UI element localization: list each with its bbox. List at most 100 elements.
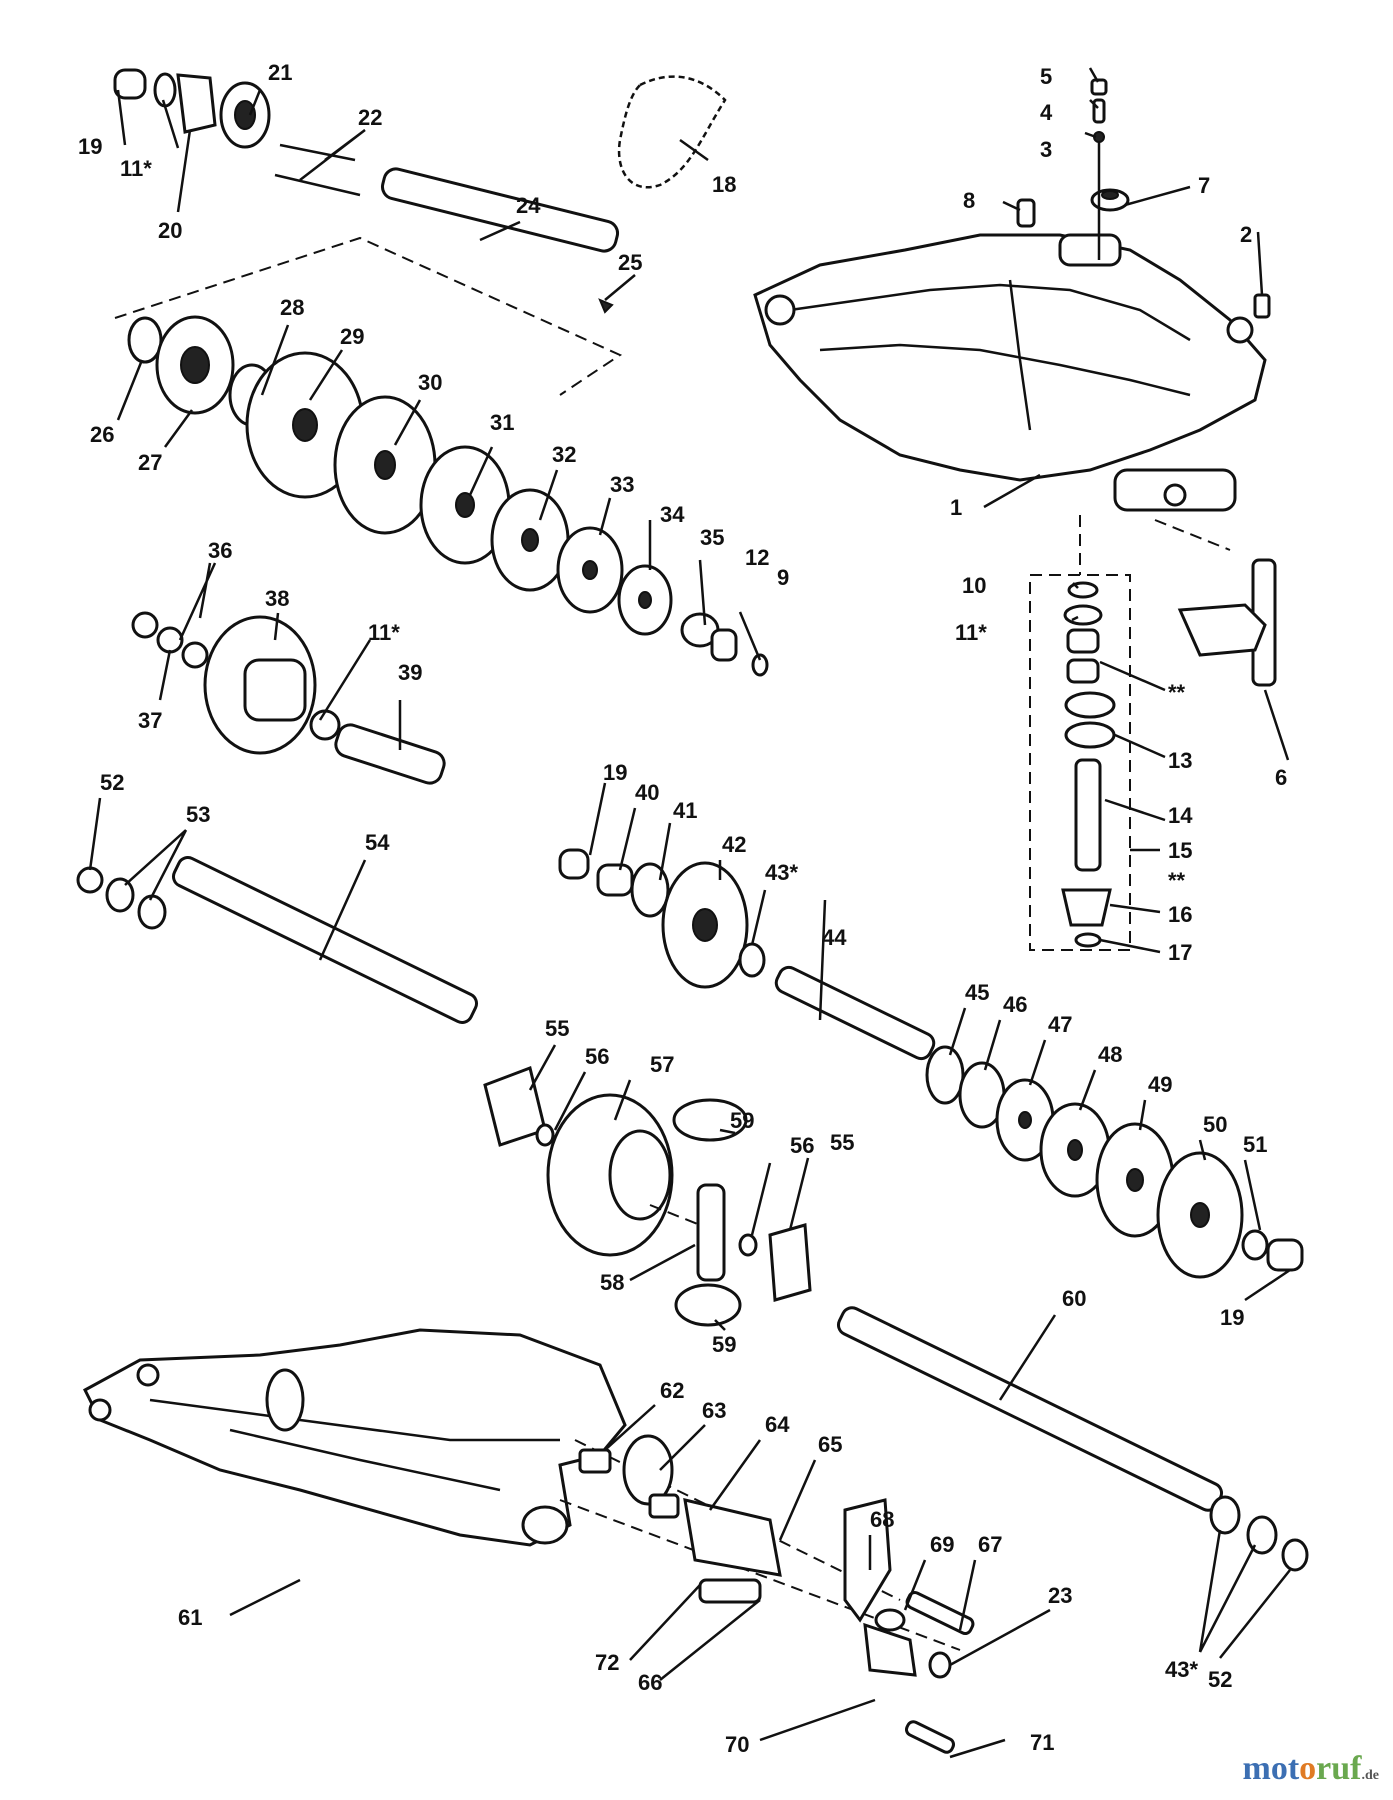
label-7: 7 bbox=[1198, 173, 1210, 198]
label-40: 40 bbox=[635, 780, 659, 805]
callout-labels: 5 4 3 7 8 2 1 10 11* ** 13 6 14 15 ** 16… bbox=[78, 60, 1287, 1757]
label-30: 30 bbox=[418, 370, 442, 395]
label-47: 47 bbox=[1048, 1012, 1072, 1037]
label-12: 12 bbox=[745, 545, 769, 570]
label-44: 44 bbox=[822, 925, 847, 950]
label-63: 63 bbox=[702, 1398, 726, 1423]
upper-housing bbox=[753, 188, 1267, 512]
label-8: 8 bbox=[963, 188, 975, 213]
label-38: 38 bbox=[265, 586, 289, 611]
label-72: 72 bbox=[595, 1650, 619, 1675]
label-42: 42 bbox=[722, 832, 746, 857]
label-4: 4 bbox=[1040, 100, 1053, 125]
top-left-shaft-group bbox=[113, 68, 620, 314]
label-26: 26 bbox=[90, 422, 114, 447]
label-61: 61 bbox=[178, 1605, 202, 1630]
label-56-right: 56 bbox=[790, 1133, 814, 1158]
label-6: 6 bbox=[1275, 765, 1287, 790]
label-29: 29 bbox=[340, 324, 364, 349]
label-39: 39 bbox=[398, 660, 422, 685]
shift-bracket bbox=[1177, 558, 1277, 687]
label-71: 71 bbox=[1030, 1730, 1054, 1755]
label-59-bottom: 59 bbox=[712, 1332, 736, 1357]
label-35: 35 bbox=[700, 525, 724, 550]
watermark-part-b: o bbox=[1299, 1750, 1317, 1787]
label-46: 46 bbox=[1003, 992, 1027, 1017]
label-31: 31 bbox=[490, 410, 514, 435]
label-64: 64 bbox=[765, 1412, 790, 1437]
gear-row-lower bbox=[925, 1045, 1304, 1279]
label-58: 58 bbox=[600, 1270, 624, 1295]
label-23: 23 bbox=[1048, 1583, 1072, 1608]
gear-set-upper bbox=[127, 315, 769, 677]
differential-group bbox=[546, 1093, 748, 1327]
label-16: 16 bbox=[1168, 902, 1192, 927]
label-41: 41 bbox=[673, 798, 697, 823]
label-11-top: 11* bbox=[120, 156, 152, 181]
watermark-suffix: .de bbox=[1361, 1768, 1380, 1783]
label-19-top: 19 bbox=[78, 134, 102, 159]
label-9: 9 bbox=[777, 565, 789, 590]
label-49: 49 bbox=[1148, 1072, 1172, 1097]
label-57: 57 bbox=[650, 1052, 674, 1077]
label-50: 50 bbox=[1203, 1112, 1227, 1137]
label-54: 54 bbox=[365, 830, 390, 855]
label-19-right: 19 bbox=[1220, 1305, 1244, 1330]
label-55-left: 55 bbox=[545, 1016, 569, 1041]
label-27: 27 bbox=[138, 450, 162, 475]
label-36: 36 bbox=[208, 538, 232, 563]
label-52-bottom: 52 bbox=[1208, 1667, 1232, 1692]
label-1: 1 bbox=[950, 495, 962, 520]
shaft-60-group bbox=[738, 1223, 1309, 1572]
label-43-bottom: 43* bbox=[1165, 1657, 1198, 1682]
label-15: 15 bbox=[1168, 838, 1192, 863]
label-48: 48 bbox=[1098, 1042, 1122, 1067]
drive-chain bbox=[617, 75, 727, 189]
label-double-asterisk-2: ** bbox=[1168, 868, 1186, 893]
shift-assembly bbox=[578, 1434, 975, 1754]
label-28: 28 bbox=[280, 295, 304, 320]
label-33: 33 bbox=[610, 472, 634, 497]
label-56-left: 56 bbox=[585, 1044, 609, 1069]
label-11-right: 11* bbox=[955, 620, 987, 645]
label-10: 10 bbox=[962, 573, 986, 598]
motoruf-watermark: motoruf.de bbox=[1243, 1750, 1379, 1788]
label-21: 21 bbox=[268, 60, 292, 85]
leader-lines bbox=[88, 67, 1291, 1759]
label-37: 37 bbox=[138, 708, 162, 733]
label-3: 3 bbox=[1040, 137, 1052, 162]
gearset-box bbox=[114, 236, 623, 396]
label-19-mid: 19 bbox=[603, 760, 627, 785]
shaft-54-group bbox=[76, 856, 555, 1147]
label-53: 53 bbox=[186, 802, 210, 827]
label-2: 2 bbox=[1240, 222, 1252, 247]
label-68: 68 bbox=[870, 1507, 894, 1532]
label-55-right: 55 bbox=[830, 1130, 854, 1155]
label-13: 13 bbox=[1168, 748, 1192, 773]
label-24: 24 bbox=[516, 193, 541, 218]
label-14: 14 bbox=[1168, 803, 1193, 828]
label-34: 34 bbox=[660, 502, 685, 527]
lower-housing bbox=[83, 1328, 627, 1547]
label-17: 17 bbox=[1168, 940, 1192, 965]
label-62: 62 bbox=[660, 1378, 684, 1403]
pinion-stack bbox=[1061, 581, 1116, 948]
label-52-left: 52 bbox=[100, 770, 124, 795]
label-70: 70 bbox=[725, 1732, 749, 1757]
shaft-44-group bbox=[558, 848, 936, 1061]
label-25: 25 bbox=[618, 250, 642, 275]
label-65: 65 bbox=[818, 1432, 842, 1457]
label-18: 18 bbox=[712, 172, 736, 197]
cluster-gear-group bbox=[131, 611, 446, 785]
label-69: 69 bbox=[930, 1532, 954, 1557]
label-20: 20 bbox=[158, 218, 182, 243]
watermark-part-a: mot bbox=[1242, 1750, 1300, 1787]
label-66: 66 bbox=[638, 1670, 662, 1695]
label-60: 60 bbox=[1062, 1286, 1086, 1311]
label-5: 5 bbox=[1040, 64, 1052, 89]
label-11-mid: 11* bbox=[368, 620, 400, 645]
watermark-part-c: ruf bbox=[1316, 1750, 1362, 1787]
assembly-box-15 bbox=[1029, 574, 1131, 951]
label-double-asterisk-1: ** bbox=[1168, 680, 1186, 705]
